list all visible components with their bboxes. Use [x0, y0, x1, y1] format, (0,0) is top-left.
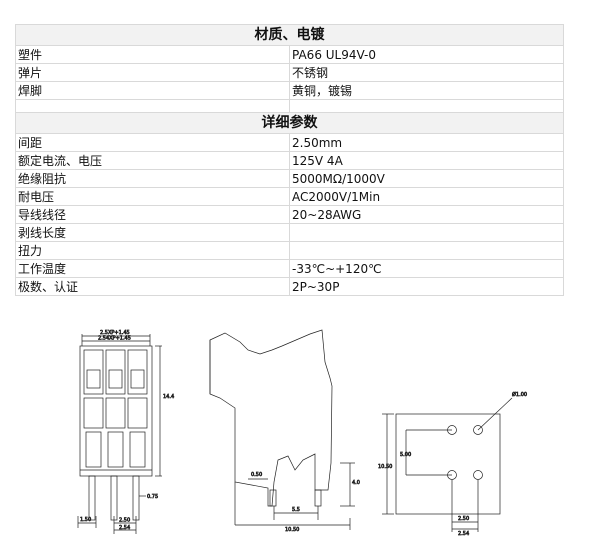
section-title-material: 材质、电镀 [15, 24, 564, 46]
blank-row [15, 99, 564, 113]
row-value: 20~28AWG [289, 205, 564, 224]
row-label: 焊脚 [15, 81, 290, 100]
table-row: 扭力 [15, 241, 564, 260]
pcb-footprint-view: 10.50 5.00 Ø1.00 2.50 2.54 [378, 391, 528, 538]
table-row: 弹片 不锈钢 [15, 63, 564, 82]
table-row: 工作温度 -33℃~+120℃ [15, 259, 564, 278]
table-row: 极数、认证 2P~30P [15, 277, 564, 296]
section-header-material: 材质、电镀 [15, 24, 564, 46]
side-dim-w3: 10.50 [285, 527, 299, 533]
table-row: 额定电流、电压 125V 4A [15, 151, 564, 170]
row-value: 2P~30P [289, 277, 564, 296]
row-value: PA66 UL94V-0 [289, 45, 564, 64]
table-row: 焊脚 黄铜，镀锡 [15, 81, 564, 100]
table-row: 耐电压 AC2000V/1Min [15, 187, 564, 206]
row-label: 塑件 [15, 45, 290, 64]
table-row: 导线线径 20~28AWG [15, 205, 564, 224]
row-value: AC2000V/1Min [289, 187, 564, 206]
row-label: 极数、认证 [15, 277, 290, 296]
row-value [289, 223, 564, 242]
pin-dim: 0.75 [147, 494, 158, 500]
row-label: 剥线长度 [15, 223, 290, 242]
table-row: 绝缘阻抗 5000MΩ/1000V [15, 169, 564, 188]
bottom-dim-1: 1.50 [80, 517, 91, 523]
section-header-params: 详细参数 [15, 112, 564, 134]
row-value: 黄铜，镀锡 [289, 81, 564, 100]
row-label: 间距 [15, 133, 290, 152]
table-row: 剥线长度 [15, 223, 564, 242]
row-label: 工作温度 [15, 259, 290, 278]
technical-drawing: 2.5XP+1.45 2.54XP+1.45 14.4 0.75 1.50 [77, 329, 528, 538]
row-label: 弹片 [15, 63, 290, 82]
row-value [289, 241, 564, 260]
spec-table: 材质、电镀 塑件 PA66 UL94V-0 弹片 不锈钢 焊脚 黄铜，镀锡 详细… [15, 24, 564, 296]
section-title-params: 详细参数 [15, 112, 564, 134]
bottom-dim-2: 2.50 [119, 518, 130, 524]
row-label: 绝缘阻抗 [15, 169, 290, 188]
blank-cell [289, 99, 564, 113]
blank-cell [15, 99, 290, 113]
row-label: 耐电压 [15, 187, 290, 206]
pcb-bottom-dim2: 2.54 [458, 531, 469, 537]
row-label: 扭力 [15, 241, 290, 260]
table-row: 塑件 PA66 UL94V-0 [15, 45, 564, 64]
row-value: 125V 4A [289, 151, 564, 170]
bottom-dim-3: 2.54 [119, 525, 130, 531]
front-dim-top1: 2.5XP+1.45 [100, 330, 130, 336]
front-height-dim: 14.4 [163, 394, 174, 400]
hole-dia-label: Ø1.00 [512, 391, 527, 398]
row-value: -33℃~+120℃ [289, 259, 564, 278]
side-dim-w2: 5.5 [292, 507, 300, 513]
row-value: 5000MΩ/1000V [289, 169, 564, 188]
pcb-bottom-dim1: 2.50 [458, 516, 469, 522]
front-dim-top2: 2.54XP+1.45 [98, 336, 131, 342]
row-value: 不锈钢 [289, 63, 564, 82]
row-label: 导线线径 [15, 205, 290, 224]
front-view: 2.5XP+1.45 2.54XP+1.45 14.4 0.75 1.50 [77, 330, 174, 534]
row-value: 2.50mm [289, 133, 564, 152]
pcb-height-dim: 10.50 [378, 464, 392, 470]
side-dim-w1: 0.50 [251, 472, 262, 478]
row-label: 额定电流、电压 [15, 151, 290, 170]
side-view: 0.50 5.5 10.50 4.0 [209, 329, 360, 533]
table-row: 间距 2.50mm [15, 133, 564, 152]
pcb-inner-dim: 5.00 [400, 452, 411, 458]
side-dim-h: 4.0 [352, 480, 360, 486]
